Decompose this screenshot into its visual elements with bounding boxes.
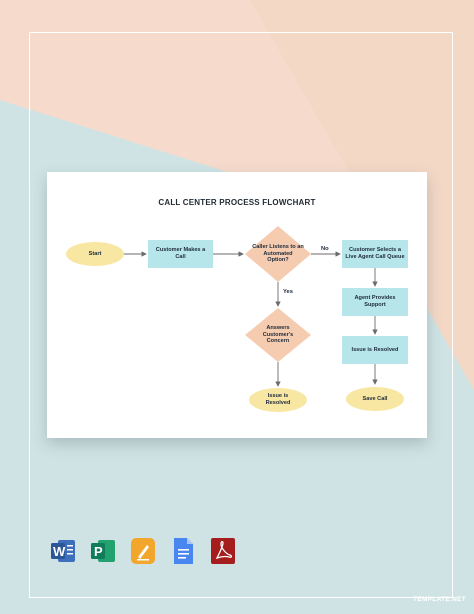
agent-support-process xyxy=(342,288,408,316)
edge-label-no: No xyxy=(321,246,329,252)
selects-queue-label: Customer Selects a Live Agent Call Queue xyxy=(345,247,405,260)
save-call-terminal xyxy=(346,387,404,411)
resolved-right-process xyxy=(342,336,408,364)
decorative-frame xyxy=(29,32,453,598)
start-label: Start xyxy=(88,250,102,257)
flowchart-canvas xyxy=(66,226,408,412)
makes-call-label: Customer Makes a Call xyxy=(155,247,206,260)
makes-call-process xyxy=(148,240,213,268)
publisher-letter: P xyxy=(94,544,103,559)
flowchart-card: CALL CENTER PROCESS FLOWCHART Start Cust… xyxy=(47,172,427,438)
listens-label: Caller Listens to an Automated Option? xyxy=(252,243,304,264)
answers-decision xyxy=(245,308,311,362)
save-call-label: Save Call xyxy=(362,395,388,402)
diagram-title: CALL CENTER PROCESS FLOWCHART xyxy=(158,198,316,207)
pages-icon[interactable] xyxy=(130,537,156,565)
word-letter: W xyxy=(53,544,66,559)
listens-decision xyxy=(245,226,311,282)
resolved-left-label: Issue is Resolved xyxy=(265,393,291,406)
app-icon-row: W P xyxy=(50,537,236,565)
google-docs-icon[interactable] xyxy=(170,537,196,565)
edge-label-yes: Yes xyxy=(283,289,293,295)
watermark: TEMPLATE.NET xyxy=(413,596,466,603)
start-terminal xyxy=(66,242,124,266)
agent-support-label: Agent Provides Support xyxy=(354,295,396,308)
selects-queue-process xyxy=(342,240,408,268)
word-icon[interactable]: W xyxy=(50,537,76,565)
resolved-right-label: Issue is Resolved xyxy=(351,346,399,353)
answers-label: Answers Customer's Concern xyxy=(262,324,294,345)
publisher-icon[interactable]: P xyxy=(90,537,116,565)
pdf-icon[interactable] xyxy=(210,537,236,565)
resolved-left-terminal xyxy=(249,388,307,412)
